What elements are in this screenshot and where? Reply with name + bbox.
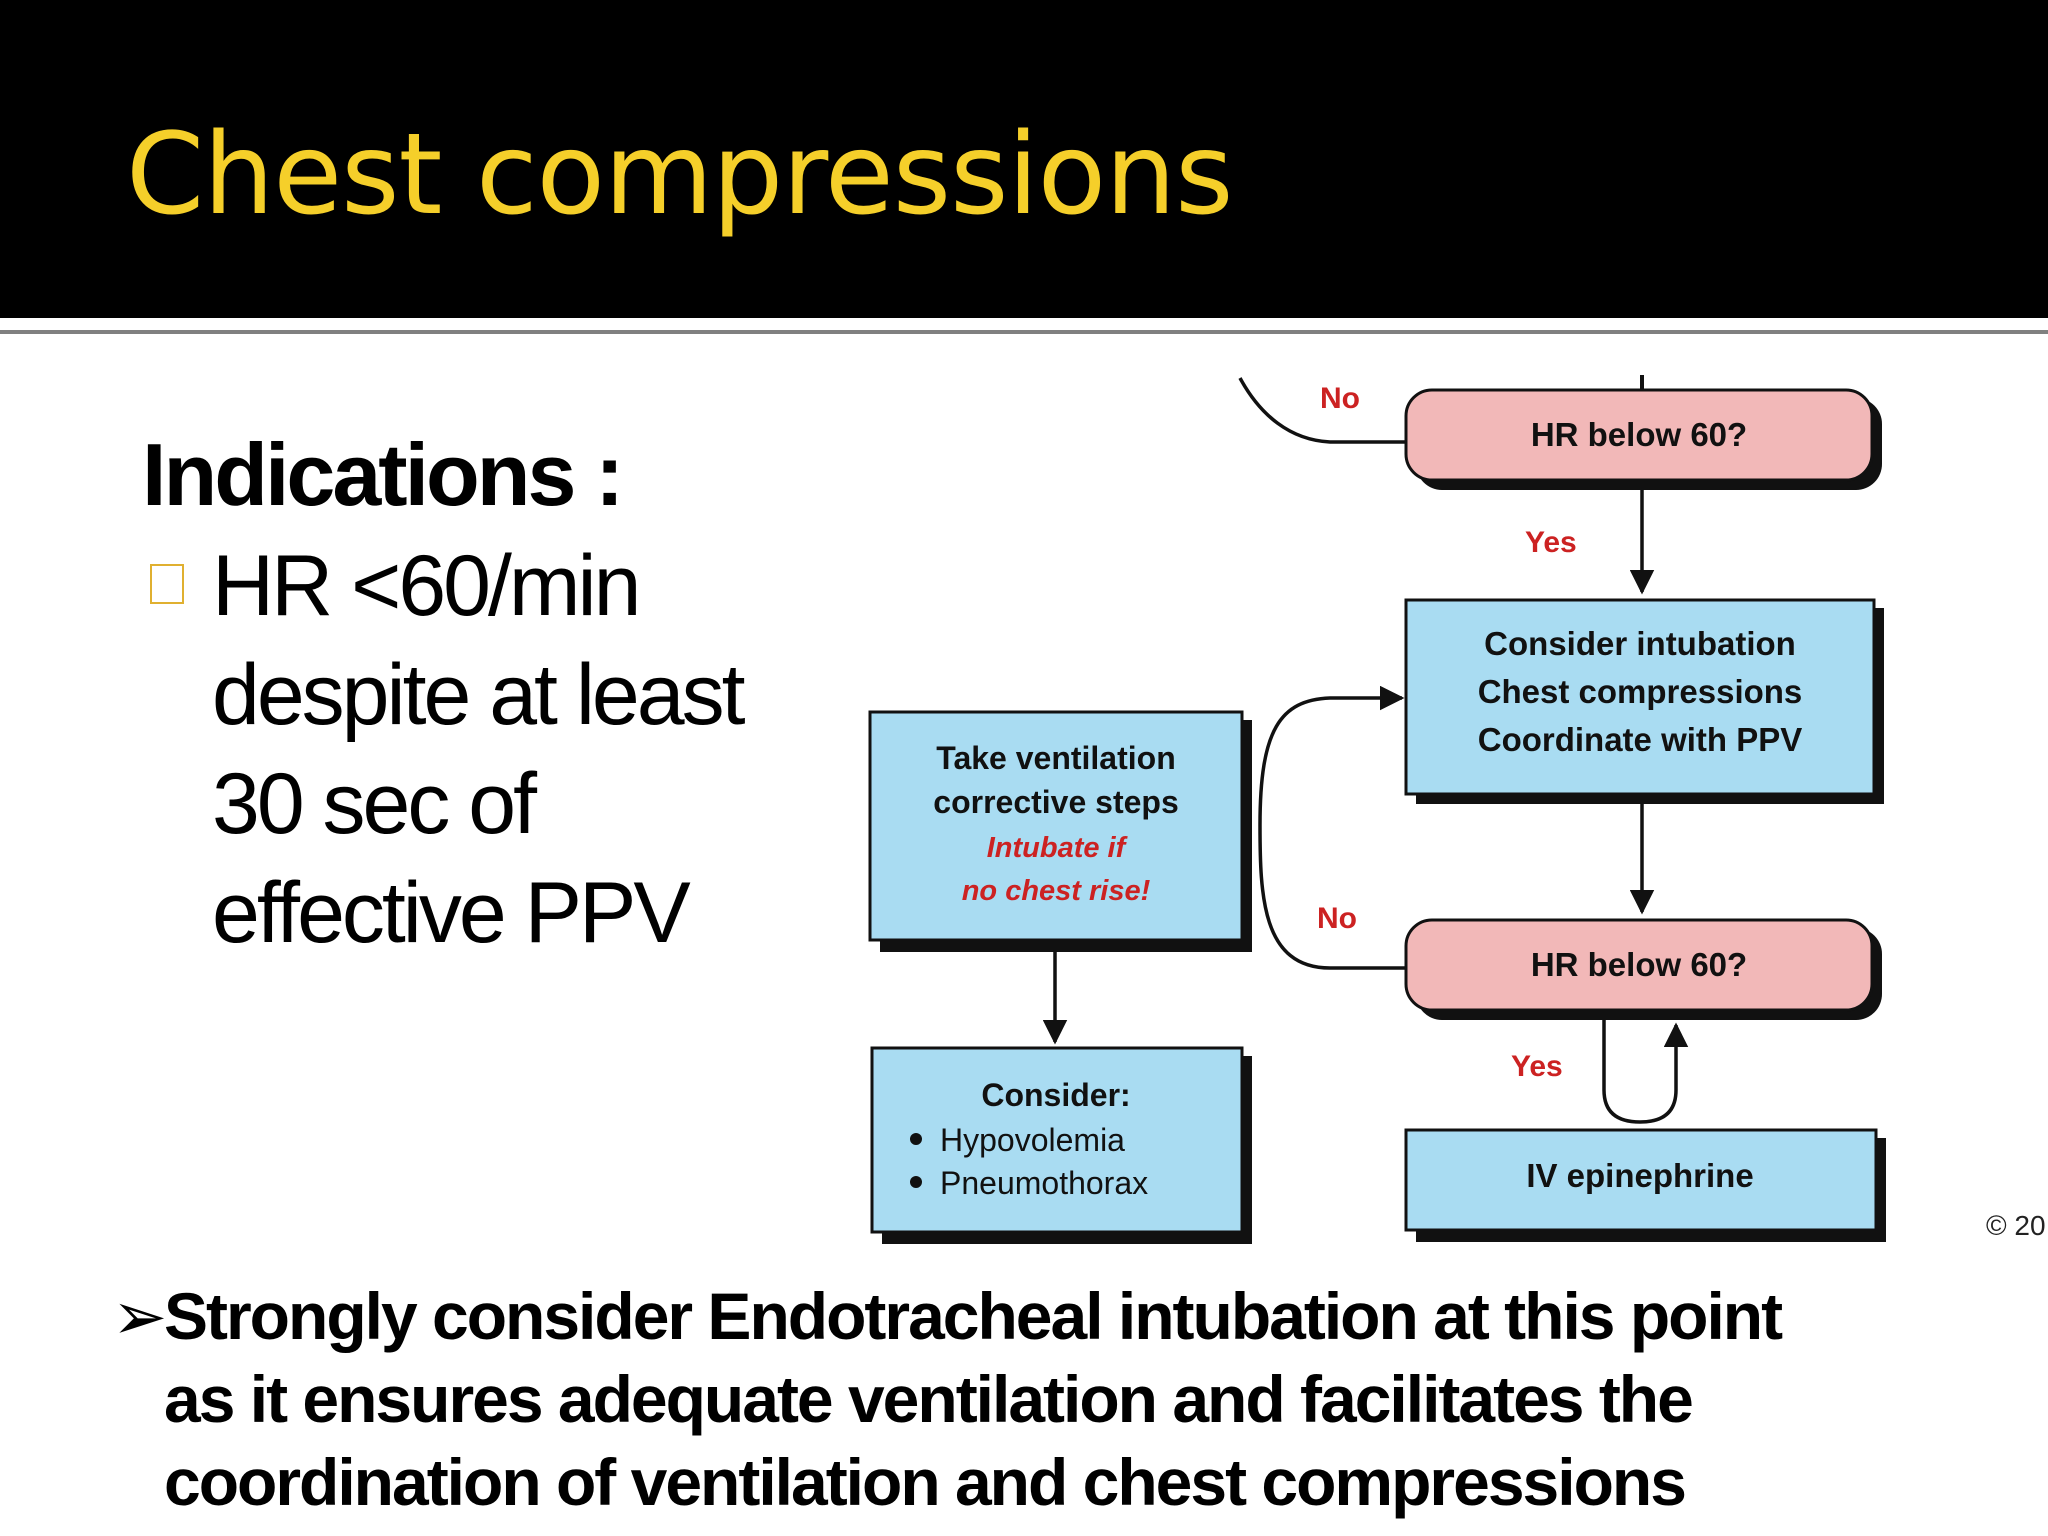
bullet-line: HR <60/min (212, 538, 641, 634)
ventilation-line: Take ventilation (936, 740, 1175, 776)
yes-label-bottom: Yes (1511, 1050, 1563, 1083)
consider-line: Consider intubation (1484, 625, 1796, 662)
iv-epinephrine-label: IV epinephrine (1526, 1157, 1753, 1194)
title-divider (0, 330, 2048, 334)
footnote-line: coordination of ventilation and chest co… (164, 1445, 1687, 1519)
arrow-bullet-icon: ➢ (112, 1279, 167, 1353)
consider-causes-box (870, 1046, 1244, 1234)
consider-line: Coordinate with PPV (1478, 721, 1803, 758)
epinephrine-loop-arrow (1602, 1010, 1689, 1124)
intubate-note-line: Intubate if (987, 832, 1129, 864)
title-bar: Chest compressions (0, 0, 2048, 318)
ventilation-steps-box (868, 710, 1244, 942)
cause-item: Hypovolemia (940, 1122, 1125, 1158)
title-gap (0, 318, 2048, 328)
footnote-line: as it ensures adequate ventilation and f… (164, 1362, 1694, 1436)
list-bullet-icon (910, 1133, 922, 1145)
footnote-line: Strongly consider Endotracheal intubatio… (164, 1279, 1783, 1353)
no-branch-top (1238, 377, 1410, 444)
bullet-line: effective PPV (212, 865, 691, 961)
indications-heading: Indications : (142, 425, 624, 524)
copyright-text: © 20 (1986, 1210, 2046, 1241)
slide-title: Chest compressions (126, 110, 1233, 240)
hr-check-bottom-label: HR below 60? (1531, 946, 1747, 983)
bullet-square-icon (150, 564, 184, 604)
consider-intubation-box (1404, 598, 1876, 796)
intubate-note-line: no chest rise! (962, 875, 1151, 907)
no-label-top: No (1320, 382, 1360, 415)
hr-check-top-label: HR below 60? (1531, 416, 1747, 453)
cause-item: Pneumothorax (940, 1165, 1148, 1201)
loop-back-arrow (1258, 685, 1408, 970)
ventilation-line: corrective steps (933, 784, 1178, 820)
list-bullet-icon (910, 1176, 922, 1188)
consider-line: Chest compressions (1478, 673, 1803, 710)
hr-check-bottom-box (1404, 918, 1874, 1012)
indication-bullet: HR <60/min despite at least 30 sec of ef… (212, 532, 832, 968)
yes-label-top: Yes (1525, 526, 1577, 559)
bullet-line: 30 sec of (212, 756, 537, 852)
bullet-line: despite at least (212, 647, 745, 743)
hr-check-top-box (1404, 388, 1874, 482)
no-label-bottom: No (1317, 902, 1357, 935)
iv-epinephrine-box (1404, 1128, 1878, 1232)
footnote-text: Strongly consider Endotracheal intubatio… (164, 1275, 1783, 1524)
consider-causes-heading: Consider: (981, 1077, 1130, 1113)
